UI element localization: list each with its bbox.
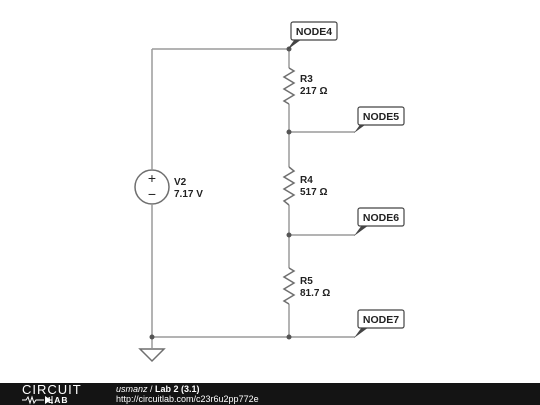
voltage-source-circle xyxy=(134,169,170,205)
node-label-text: NODE5 xyxy=(363,111,399,123)
resistor-zigzag xyxy=(282,67,296,105)
logo-wire-icon xyxy=(22,395,53,405)
resistor-r5: R5 81.7 Ω xyxy=(282,267,330,305)
circuit-attribution: usmanz / Lab 2 (3.1) xyxy=(116,384,200,394)
node-label-node7: NODE7 xyxy=(354,309,405,338)
resistor-zigzag xyxy=(282,166,296,206)
voltage-source-v2: + − V2 7.17 V xyxy=(134,169,203,205)
footer-bar: CIRCUIT LAB usmanz / Lab 2 (3.1) http://… xyxy=(0,383,540,405)
resistor-name-label: R3 xyxy=(300,74,313,85)
node-label-box xyxy=(357,309,405,329)
resistor-zigzag xyxy=(282,267,296,305)
junction-dot xyxy=(286,46,292,52)
node-label-node5: NODE5 xyxy=(354,106,405,133)
resistor-r3: R3 217 Ω xyxy=(282,67,327,105)
resistor-value-label: 81.7 Ω xyxy=(300,288,330,299)
circuit-schematic: + − V2 7.17 V R3 217 Ω R4 517 Ω R5 81.7 … xyxy=(134,21,405,363)
node-label-text: NODE6 xyxy=(363,212,399,224)
ground-icon xyxy=(138,348,166,363)
resistor-name-label: R5 xyxy=(300,276,313,287)
node-label-box xyxy=(357,207,405,227)
node-label-node6: NODE6 xyxy=(354,207,405,236)
source-minus-symbol: − xyxy=(148,186,156,202)
source-plus-symbol: + xyxy=(148,170,156,186)
junction-dot xyxy=(286,129,292,135)
junction-dot xyxy=(286,334,292,340)
node-label-pointer xyxy=(354,225,369,236)
attribution-separator: / xyxy=(147,384,156,394)
author-link[interactable]: usmanz xyxy=(116,384,148,394)
logo-text-circuit: CIRCUIT xyxy=(22,382,82,397)
junction-dot xyxy=(286,232,292,238)
source-name-label: V2 xyxy=(174,177,187,188)
node-label-node4: NODE4 xyxy=(287,21,338,50)
node-label-pointer xyxy=(287,39,302,50)
circuit-title: Lab 2 (3.1) xyxy=(155,384,200,394)
node-label-box xyxy=(357,106,405,126)
resistor-value-label: 517 Ω xyxy=(300,187,327,198)
node-label-text: NODE7 xyxy=(363,314,399,326)
node-label-text: NODE4 xyxy=(296,26,332,38)
resistor-r4: R4 517 Ω xyxy=(282,166,327,206)
junction-dot xyxy=(149,334,155,340)
resistor-value-label: 217 Ω xyxy=(300,86,327,97)
resistor-name-label: R4 xyxy=(300,175,313,186)
node-label-box xyxy=(290,21,338,41)
node-label-pointer xyxy=(354,327,369,338)
logo-text-lab: LAB xyxy=(48,395,69,405)
source-value-label: 7.17 V xyxy=(174,189,203,200)
circuit-url-link[interactable]: http://circuitlab.com/c23r6u2pp772e xyxy=(116,394,259,404)
